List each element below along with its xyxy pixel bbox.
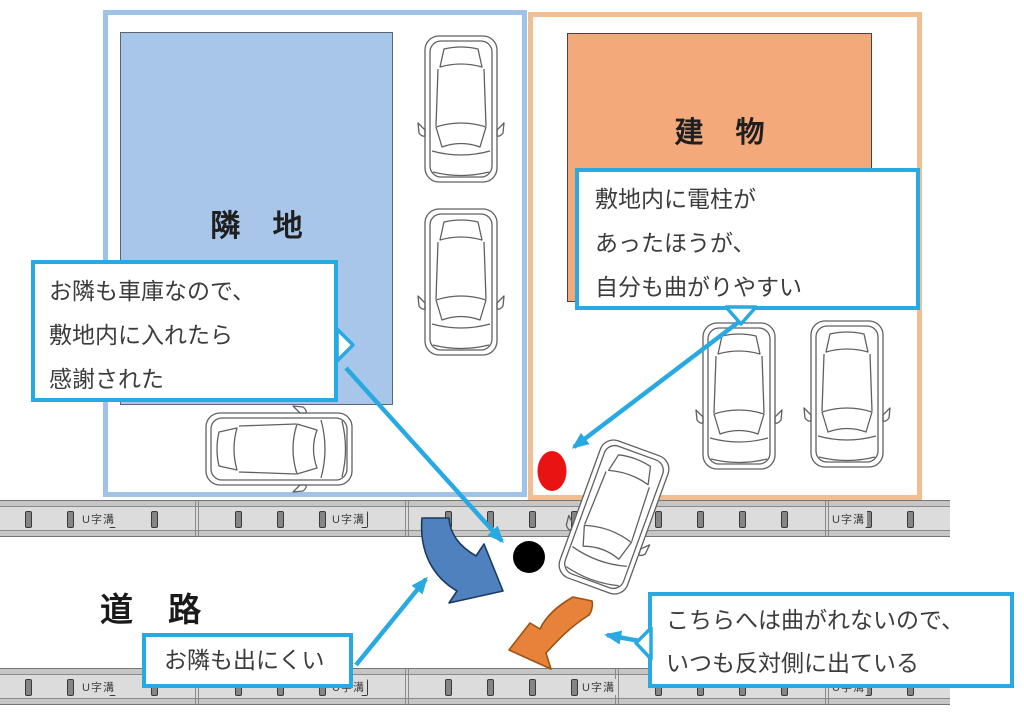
gutter-segment-mark [487,679,494,696]
gutter-segment-mark [529,511,536,528]
parked-car [803,318,891,470]
gutter-segment-mark [67,679,74,696]
gutter-joint [405,501,409,536]
gutter-segment-mark [235,511,242,528]
callout-text-line: いつも反対側に出ている [666,650,919,676]
gutter-segment-mark [151,511,158,528]
callout-text-line: こちらへは曲がれないので、 [666,607,965,633]
gutter-segment-mark [445,679,452,696]
callout-text-line: お隣も車庫なので、 [49,278,256,304]
gutter-segment-mark [781,511,788,528]
neighbor-parcel-outline [103,10,527,497]
parked-car [417,206,505,358]
callout-text-line: 敷地内に入れたら [49,322,233,348]
gutter-segment-mark [67,511,74,528]
callout-neighbor-exit: お隣も出にくい [142,633,353,688]
gutter-segment-mark [487,511,494,528]
gutter-segment-mark [739,511,746,528]
gutter-segment-mark [277,511,284,528]
callout-pole-inside: 敷地内に電柱が あったほうが、 自分も曲がりやすい [575,168,920,310]
callout-text-line: お隣も出にくい [164,647,325,673]
callout-text-line: 感謝された [49,366,164,392]
gutter-joint [195,501,199,536]
gutter-segment-mark [445,511,452,528]
gutter-segment-mark [571,679,578,696]
gutter-segment-mark [907,511,914,528]
gutter-label: U字溝 [580,678,617,695]
gutter-segment-mark [697,511,704,528]
turn-path-arrow-orange [508,596,594,670]
gutter-segment-mark [529,679,536,696]
gutter-joint [405,669,409,704]
black-pole-marker [513,541,545,573]
callout-text-line: 自分も曲がりやすい [595,274,802,300]
parked-car [695,320,783,472]
callout-text-line: あったほうが、 [595,230,756,256]
callout-neighbor-garage: お隣も車庫なので、 敷地内に入れたら 感謝された [31,260,338,402]
road-label: 道 路 [100,591,215,628]
gutter-segment-mark [25,511,32,528]
gutter-segment-mark [655,511,662,528]
gutter-label: U字溝 [80,510,117,527]
callout-cannot-turn: こちらへは曲がれないので、 いつも反対側に出ている [648,592,1014,688]
gutter-segment-mark [25,679,32,696]
parked-car [203,405,355,493]
building-label: 建 物 [674,117,777,149]
gutter-segment-mark [319,511,326,528]
gutter-edge-bar [0,530,950,536]
parked-car [417,33,505,185]
gutter-label: U字溝 [80,678,117,695]
neighbor-lot-label: 隣 地 [210,210,315,243]
gutter-edge-bar [0,501,950,507]
gutter-joint [825,501,829,536]
pointer-arrow-to-orange-turn [604,630,651,646]
callout-text-line: 敷地内に電柱が [595,186,756,212]
gutter-edge-bar [0,669,950,675]
gutter-edge-bar [0,698,950,704]
pointer-arrow-to-blue-turn [354,576,428,667]
gutter-label: U字溝 [330,510,367,527]
gutter-label: U字溝 [830,510,867,527]
